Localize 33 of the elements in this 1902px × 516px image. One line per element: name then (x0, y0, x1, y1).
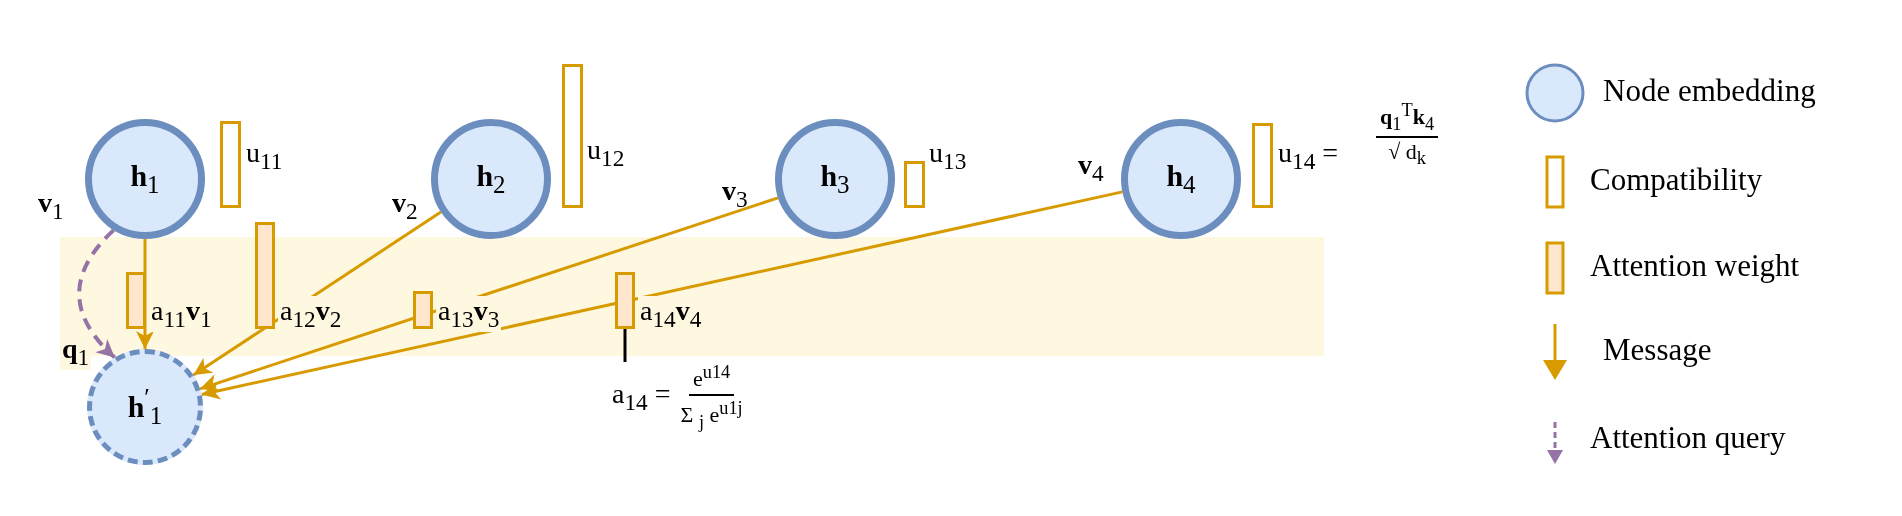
attention-weight-bar (413, 291, 433, 329)
legend-label: Attention query (1590, 421, 1786, 456)
score-label: u$_{12}$ (587, 135, 625, 172)
vector-label: v$_{4}$ (1078, 150, 1104, 187)
score-label: u$_{13}$ (929, 138, 967, 175)
attention-weight-bar (126, 272, 146, 329)
node-circle: h$_{4}$ (1121, 119, 1241, 239)
legend-label: Node embedding (1603, 74, 1816, 109)
vector-label: v$_{2}$ (392, 188, 418, 225)
edge-label: a$_{13}$v$_{3}$ (436, 296, 502, 333)
formula: q$_{1}$$^{T}$k$_{4}$ √ d$_{k}$ (1376, 100, 1439, 169)
leader-line (623, 329, 627, 362)
score-label: u$_{11}$ (246, 138, 283, 175)
dashed-arrow (77, 228, 117, 359)
vector-label: v$_{1}$ (38, 188, 64, 225)
arrow (136, 239, 154, 349)
compatibility-bar (562, 64, 583, 208)
compatibility-bar (1252, 123, 1273, 208)
arrow (199, 196, 779, 392)
formula: a$_{14}$ = e$^{u14}$ Σ $_{j}$ e$^{u1j}$ (612, 362, 747, 432)
attention-weight-bar (255, 222, 275, 329)
compatibility-bar (904, 161, 925, 208)
legend-label: Compatibility (1590, 163, 1763, 198)
node-circle: h$_{1}$ (85, 119, 205, 239)
score-label: u$_{14}$ = (1278, 138, 1339, 175)
legend-label: Attention weight (1590, 249, 1800, 284)
legend-label: Message (1603, 333, 1712, 368)
arrow (201, 190, 1123, 400)
attention-weight-bar (615, 272, 635, 329)
node-circle: h$_{2}$ (431, 119, 551, 239)
vector-label: v$_{3}$ (722, 176, 748, 213)
node-circle: h$_{3}$ (775, 119, 895, 239)
compatibility-bar (220, 121, 241, 208)
